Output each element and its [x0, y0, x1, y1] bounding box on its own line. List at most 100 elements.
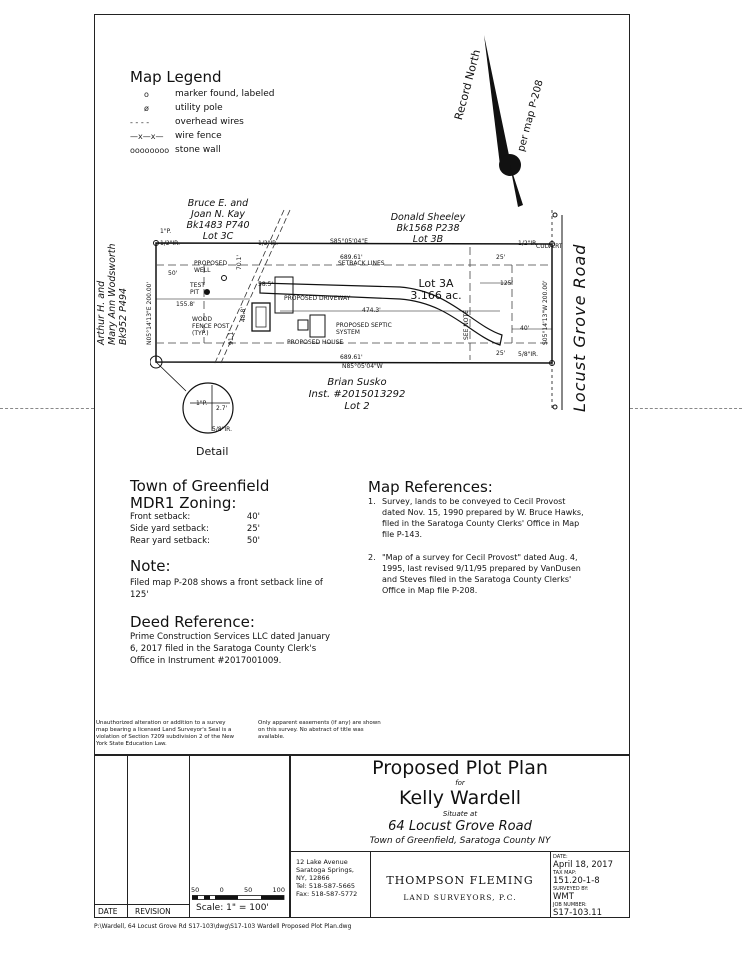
bearing-right: S05°14'13"W 200.00' [542, 280, 549, 345]
disclaimer-right: Only apparent easements (if any) are sho… [258, 720, 381, 740]
legend-label: overhead wires [175, 117, 244, 127]
plan-title: Proposed Plot Plan [372, 757, 548, 779]
dim-1558: 155.8' [176, 301, 195, 308]
dim-25-bottom: 25' [496, 350, 506, 357]
neighbor-line: Inst. #2015013292 [308, 389, 406, 400]
scale-tick: 50 [243, 886, 253, 894]
title-block-top-border [94, 754, 630, 756]
scale-tick: 0 [219, 886, 224, 894]
dim-488: 48.8' [240, 306, 247, 322]
legend-label: utility pole [175, 103, 223, 113]
wood-fence-label: WOOD FENCE POST (TYP.) [192, 316, 230, 337]
zoning-label: Rear yard setback: [130, 536, 210, 546]
scale-tick: 50 [191, 886, 200, 894]
plot-plan-drawing [150, 209, 563, 434]
note-title: Note: [130, 557, 171, 575]
neighbor-top-right: Donald Sheeley Bk1568 P238 Lot 3B [378, 212, 478, 245]
neighbor-line: Joan N. Kay [191, 209, 245, 220]
neighbor-line: Brian Susko [327, 377, 387, 388]
neighbor-line: Bk1568 P238 [396, 223, 460, 234]
dim-911: 91.1' [228, 329, 235, 345]
revision-col-line [127, 754, 128, 918]
utility-pole-icon: ø [144, 103, 149, 113]
iron-rod-label: 1/2"IR. [258, 240, 279, 247]
dist-top: 689.61' [340, 254, 363, 261]
scale-bar-icon [192, 895, 285, 900]
ref-text: Survey, lands to be conveyed to Cecil Pr… [382, 497, 584, 539]
drawing-sheet [94, 14, 630, 918]
revision-header: REVISION [135, 907, 171, 916]
ref-num: 1. [368, 497, 376, 506]
neighbor-line: Lot 2 [344, 401, 370, 412]
address-line: Tel: 518-587-5665 [296, 882, 355, 890]
legend-item: ø utility pole [130, 103, 223, 113]
bearing-top: S85°05'04"E [330, 238, 368, 245]
zoning-label: Front setback: [130, 512, 191, 522]
dim-125: 125' [500, 280, 514, 287]
revision-col-line [189, 754, 190, 918]
site-address: 64 Locust Grove Road [388, 819, 532, 834]
disclaimer-left: Unauthorized alteration or addition to a… [96, 720, 235, 747]
proposed-septic-label: PROPOSED SEPTIC SYSTEM [336, 322, 392, 336]
note-text: Filed map P-208 shows a front setback li… [130, 578, 323, 600]
ref-text: "Map of a survey for Cecil Provost" date… [382, 553, 581, 595]
iron-rod-label: 1/2"IR. [160, 240, 181, 247]
wire-fence-icon: —x—x— [130, 131, 164, 141]
zoning-row: Side yard setback:25' [130, 523, 260, 535]
revision-date-header: DATE [98, 907, 118, 916]
detail-27: 2.7' [216, 405, 228, 412]
job-label: JOB NUMBER: [553, 902, 587, 908]
tax-value: 151.20-1-8 [553, 876, 600, 886]
fold-line-left [0, 408, 94, 409]
tax-label: TAX MAP: [553, 870, 577, 876]
dim-7011: 70.1' [236, 254, 243, 270]
iron-rod-label: 1"P. [160, 228, 172, 235]
dim-50: 50' [168, 270, 178, 277]
neighbor-line: Bk952 P494 [118, 287, 129, 345]
road-name: Locust Grove Road [570, 243, 589, 412]
situate-label: Situate at [442, 810, 478, 818]
address-line: NY, 12866 [296, 874, 330, 882]
map-ref-item: 1. Survey, lands to be conveyed to Cecil … [368, 496, 588, 540]
scale-label: Scale: 1" = 100' [196, 903, 269, 913]
neighbor-line: Donald Sheeley [390, 212, 466, 223]
neighbor-left: Arthur H. and Mary Ann Wodsworth Bk952 P… [96, 225, 129, 345]
neighbor-line: Arthur H. and [96, 280, 107, 345]
neighbor-line: Lot 3B [412, 234, 444, 245]
lot-label: Lot 3A 3.166 ac. [404, 278, 468, 302]
stone-wall-icon: oooooooo [130, 145, 170, 155]
see-note-label: SEE NOTE [463, 310, 470, 340]
plan-for: for [455, 779, 465, 787]
marker-symbol-icon: o [144, 89, 149, 99]
map-refs-title: Map References: [368, 478, 493, 496]
zoning-value: 40' [246, 512, 260, 522]
setback-lines-label: SETBACK LINES [338, 260, 385, 267]
proposed-house-label: PROPOSED HOUSE [287, 339, 344, 346]
zoning-table: Front setback:40' Side yard setback:25' … [130, 511, 260, 547]
company-logo: THOMPSON FLEMING [386, 874, 534, 887]
zoning-town: Town of Greenfield [130, 477, 270, 495]
deed-title: Deed Reference: [130, 613, 255, 631]
detail-58: 5/8"IR. [212, 426, 233, 433]
date-value: April 18, 2017 [553, 860, 613, 870]
neighbor-line: Mary Ann Wodsworth [107, 243, 118, 345]
company-subtitle: LAND SURVEYORS, P.C. [403, 893, 517, 902]
scale-ticks: 50 0 50 100 [191, 886, 285, 894]
fold-line-right [630, 408, 742, 409]
dist-bottom: 689.61' [340, 354, 363, 361]
dim-4743: 474.3' [362, 307, 381, 314]
overhead-wires-icon: - - - - [130, 117, 150, 127]
company-address: 12 Lake Avenue Saratoga Springs, NY, 128… [296, 858, 357, 898]
dim-585: 58.5' [258, 281, 274, 288]
site-town: Town of Greenfield, Saratoga County NY [369, 836, 551, 846]
culvert-label: CULVERT [536, 243, 563, 250]
zoning-row: Front setback: 40' [130, 511, 260, 523]
zoning-value: 25' [246, 524, 260, 534]
proposed-well-label: PROPOSED WELL [194, 260, 228, 274]
zoning-row: Rear yard setback:50' [130, 535, 260, 547]
file-path: P:\Wardell, 64 Locust Grove Rd S17-103\d… [94, 923, 352, 930]
proposed-driveway-label: PROPOSED DRIVEWAY [284, 295, 351, 302]
title-block-divider [289, 851, 630, 852]
